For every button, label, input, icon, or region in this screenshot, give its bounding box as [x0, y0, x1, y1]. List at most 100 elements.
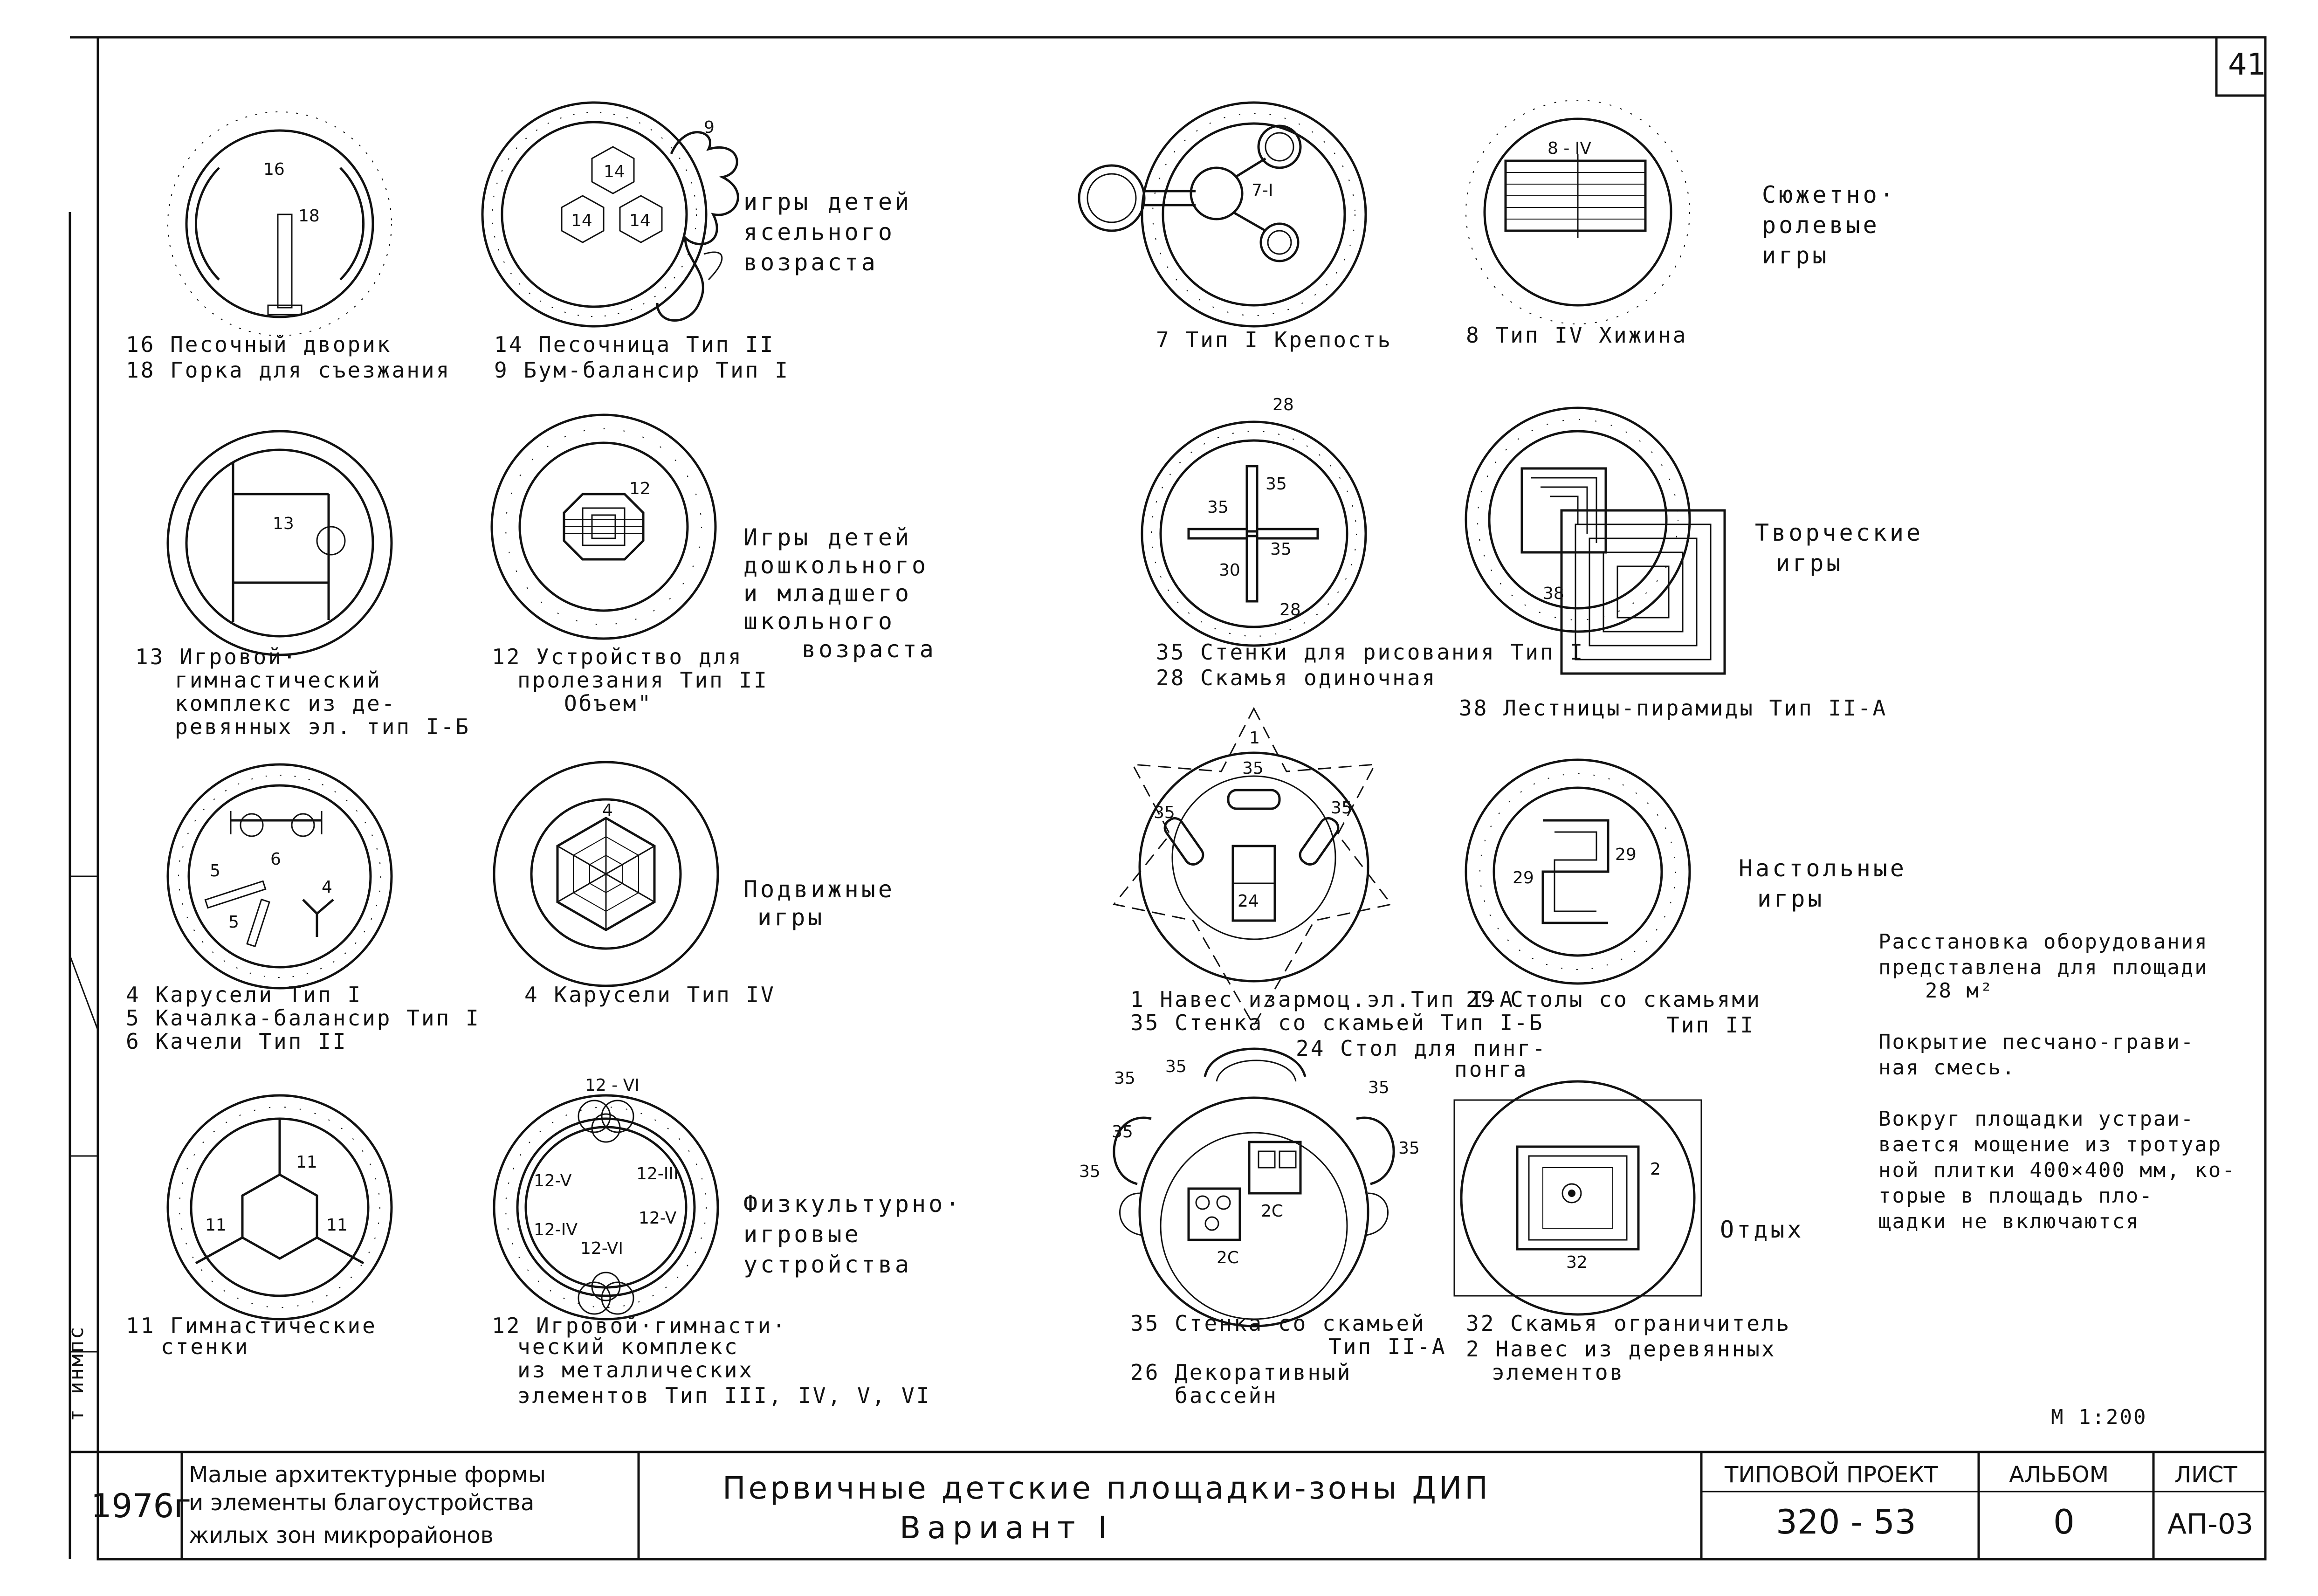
plan-carousels: 6 5 5 4 4 Карусели Тип I 5 Качалка-балан… [126, 763, 479, 1054]
rest-ring [1460, 1080, 1696, 1316]
group-line-3: игры [1762, 242, 1829, 269]
note-line-6: Вокруг площадки устраи- [1878, 1107, 2194, 1131]
group-nursery-games: игры детей ясельного возраста [743, 188, 909, 276]
group-table-games: Настольные игры [1739, 855, 1904, 912]
caption-35c-2: Тип II-А [1328, 1334, 1447, 1359]
label-8-IV: 8 - IV [1548, 139, 1591, 158]
slide-foot [267, 304, 303, 316]
sheet-frame: т инмпс 41 [64, 36, 2267, 1561]
album-value: 0 [2053, 1502, 2075, 1541]
label-35-nw: 35 [1207, 498, 1229, 517]
bench-arc-n-inner [1216, 1059, 1297, 1082]
label-35-b: 35 [1165, 1057, 1187, 1076]
label-35-w: 35 [1154, 803, 1175, 822]
label-24: 24 [1238, 892, 1259, 911]
caption-12a-1: 12 Устройство для [492, 644, 743, 669]
plan-decorative-pool: 35 35 35 35 35 35 2С 2С 35 Стенка со ска… [1079, 1047, 1447, 1408]
label-18: 18 [298, 206, 320, 226]
group-line-1: Подвижные [743, 876, 895, 903]
ring-n2 [601, 1100, 634, 1133]
swing-seat-2 [291, 813, 315, 837]
label-14c: 14 [629, 211, 651, 230]
caption-12b-4: элементов Тип III, IV, V, VI [517, 1383, 931, 1408]
group-line-2: игры [1776, 550, 1843, 577]
label-16: 16 [263, 160, 285, 179]
caption-2: 2 Навес из деревянных [1466, 1336, 1776, 1362]
sheet-label: ЛИСТ [2174, 1462, 2238, 1488]
group-line-3: и младшего [743, 580, 912, 607]
inner-ring [1162, 122, 1346, 307]
tower-south-inner [1267, 230, 1292, 255]
caption-9: 9 Бум-балансир Тип I [494, 358, 790, 383]
note-line-2: представлена для площади [1878, 956, 2208, 979]
caption-12b-2: ческий комплекс [517, 1334, 739, 1359]
caption-4a: 4 Карусели Тип I [126, 982, 362, 1007]
paving-ring [167, 111, 392, 336]
balancer-2 [246, 898, 270, 948]
paving-joints [505, 428, 702, 625]
label-26a: 2С [1261, 1202, 1283, 1221]
label-35-n: 35 [1242, 759, 1264, 778]
tower-north-inner [1265, 132, 1294, 162]
caption-13-1: 13 Игровой· [135, 644, 298, 669]
label-12-vi-low: 12-VI [580, 1239, 623, 1258]
caption-12a-2: пролезания Тип II [517, 667, 769, 693]
caption-26: 26 Декоративный [1130, 1360, 1352, 1385]
plan-sandyard: 16 18 16 Песочный дворик 18 Горка для съ… [126, 111, 449, 383]
group-line-1: Отдых [1720, 1216, 1804, 1243]
label-12: 12 [629, 479, 651, 498]
caption-24b: понга [1454, 1057, 1528, 1082]
outer-ring [1141, 420, 1367, 647]
ring-s1 [578, 1281, 611, 1315]
sheet-number: 41 [2228, 48, 2266, 82]
group-line-2: игровые [743, 1221, 861, 1248]
paving-joints [1477, 419, 1678, 620]
label-14a: 14 [604, 162, 625, 181]
title-block: 1976г Малые архитектурные формы и элемен… [70, 1451, 2265, 1559]
carousel-arms [302, 899, 334, 937]
caption-13-3: комплекс из де- [175, 691, 396, 716]
inner-ring [518, 441, 689, 612]
label-35-se: 35 [1270, 540, 1292, 559]
album-label: АЛЬБОМ [2009, 1462, 2109, 1488]
paving-ring [1465, 100, 1690, 324]
balance-beam-tail [703, 251, 723, 281]
label-11b: 11 [205, 1216, 227, 1235]
group-line-3: устройства [743, 1251, 912, 1278]
sheet-value: АП-03 [2167, 1508, 2253, 1541]
label-35-e: 35 [1398, 1139, 1420, 1158]
plan-gym-complex: 13 13 Игровой· гимнастический комплекс и… [135, 430, 468, 739]
caption-32: 32 Скамья ограничитель [1466, 1311, 1791, 1336]
caption-7: 7 Тип I Крепость [1156, 327, 1392, 352]
pyramid-2 [1560, 509, 1726, 675]
caption-14: 14 Песочница Тип II [494, 332, 775, 357]
bench-arc-w [1119, 1192, 1142, 1236]
bridge-north [1234, 157, 1266, 179]
plan-crawl-through: 12 12 Устройство для пролезания Тип II О… [490, 413, 769, 716]
bench-arc-ne [1356, 1116, 1395, 1185]
ring-s2 [601, 1281, 634, 1315]
caption-35c: 35 Стенка со скамьей [1130, 1311, 1426, 1336]
paving-joints [1152, 113, 1355, 316]
caption-26b: бассейн [1175, 1383, 1278, 1408]
caption-2b: элементов [1492, 1360, 1624, 1385]
outer-ring [1465, 758, 1691, 985]
pool-inner [1160, 1132, 1348, 1320]
label-6: 6 [270, 850, 281, 869]
carousel-spokes [557, 818, 655, 930]
hex-sandpit-left [561, 195, 605, 243]
label-35-d: 35 [1079, 1162, 1101, 1181]
caption-11-2: стенки [161, 1334, 249, 1359]
label-2: 2 [1650, 1160, 1661, 1179]
label-11c: 11 [326, 1216, 348, 1235]
label-12-vi-top: 12 - VI [585, 1076, 640, 1095]
paving-joints [1479, 773, 1676, 970]
planter-dot-1 [1195, 1195, 1210, 1210]
group-creative-games: Творческие игры [1755, 519, 1920, 577]
caption-12a-3: Объем" [564, 691, 653, 716]
ring-s3 [591, 1272, 621, 1301]
balance-beam-path [656, 131, 739, 322]
caption-16: 16 Песочный дворик [126, 332, 392, 357]
group-line-1: Сюжетно· [1762, 181, 1897, 208]
